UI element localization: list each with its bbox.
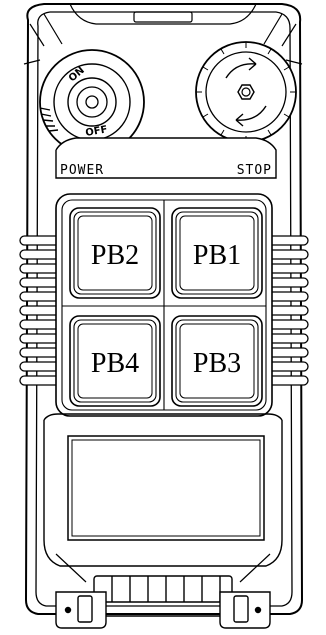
pb1-label: PB1 xyxy=(193,240,241,271)
stop-label: STOP xyxy=(237,163,272,178)
bottom-hanger xyxy=(55,575,271,629)
label-window xyxy=(67,435,265,541)
pb3-label: PB3 xyxy=(193,348,241,379)
housing-outer xyxy=(24,3,304,615)
top-right-corner xyxy=(263,13,303,65)
key-switch-off-label: OFF xyxy=(85,124,109,139)
pb4-label: PB4 xyxy=(91,348,139,379)
key-switch[interactable]: ON OFF xyxy=(39,49,145,155)
pb2-label: PB2 xyxy=(91,240,139,271)
top-clip xyxy=(69,3,257,25)
key-switch-hole xyxy=(85,95,99,109)
pb4-button[interactable]: PB4 xyxy=(69,315,161,407)
label-strip: POWER STOP xyxy=(55,137,277,179)
lower-body xyxy=(43,413,283,583)
right-grip xyxy=(267,235,309,386)
estop-bolt-center xyxy=(241,87,251,97)
pb1-button[interactable]: PB1 xyxy=(171,207,263,299)
pb2-button[interactable]: PB2 xyxy=(69,207,161,299)
pb3-button[interactable]: PB3 xyxy=(171,315,263,407)
right-screw xyxy=(254,606,262,614)
rotate-arrow-icon xyxy=(225,57,267,127)
emergency-stop-button[interactable] xyxy=(195,41,297,143)
housing xyxy=(23,3,304,615)
housing-inner xyxy=(35,11,293,607)
key-switch-knurl xyxy=(39,107,59,132)
top-slot xyxy=(133,11,193,23)
power-label: POWER xyxy=(60,163,104,178)
left-grip xyxy=(19,235,61,386)
left-screw xyxy=(64,606,72,614)
top-left-corner xyxy=(23,13,63,65)
